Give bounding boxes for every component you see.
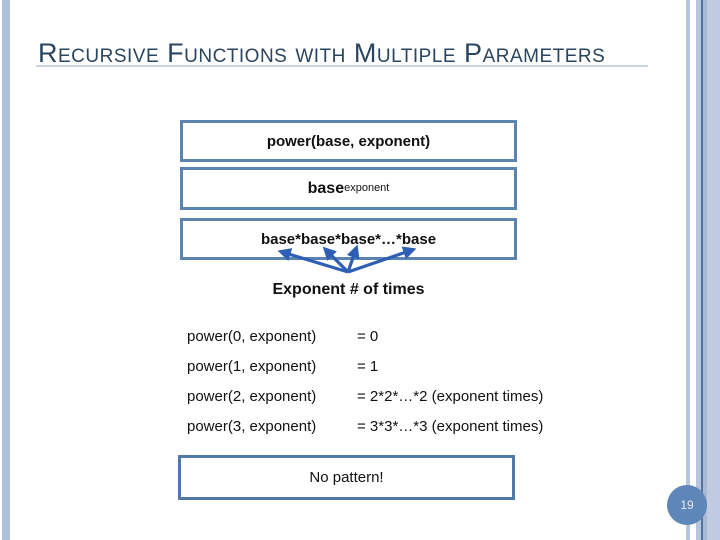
conclusion-text: No pattern! [309,469,384,486]
expansion-text: base*base*base*…*base [260,230,437,248]
right-edge-stripe [696,0,701,540]
right-edge-stripe [686,0,690,540]
case-result: = 1 [357,357,379,375]
base-text: base [307,179,345,197]
case-result: = 0 [357,327,379,345]
right-edge-stripe [703,0,707,540]
case-row: power(0, exponent) = 0 [187,321,627,351]
case-call: power(0, exponent) [187,327,317,345]
page-number-badge: 19 [667,485,707,525]
title-divider [36,65,648,67]
case-list: power(0, exponent) = 0 power(1, exponent… [187,321,627,441]
right-edge-stripe [707,0,720,540]
conclusion-box: No pattern! [178,455,515,500]
case-call: power(1, exponent) [187,357,317,375]
arrows-caption: Exponent # of times [272,281,425,298]
case-call: power(2, exponent) [187,387,317,405]
power-call-text: power(base, exponent) [266,132,431,150]
case-result: = 3*3*…*3 (exponent times) [357,417,544,435]
case-call: power(3, exponent) [187,417,317,435]
convergence-arrows-icon [277,244,417,274]
case-row: power(3, exponent) = 3*3*…*3 (exponent t… [187,411,627,441]
case-result: = 2*2*…*2 (exponent times) [357,387,544,405]
exponent-superscript: exponent [344,181,390,194]
case-row: power(2, exponent) = 2*2*…*2 (exponent t… [187,381,627,411]
power-call-box: power(base, exponent) [180,120,517,162]
case-row: power(1, exponent) = 1 [187,351,627,381]
slide-title: Recursive Functions with Multiple Parame… [38,38,606,68]
right-edge-stripe-dark [701,0,703,540]
left-edge-stripe [2,0,10,540]
page-number: 19 [680,498,694,512]
